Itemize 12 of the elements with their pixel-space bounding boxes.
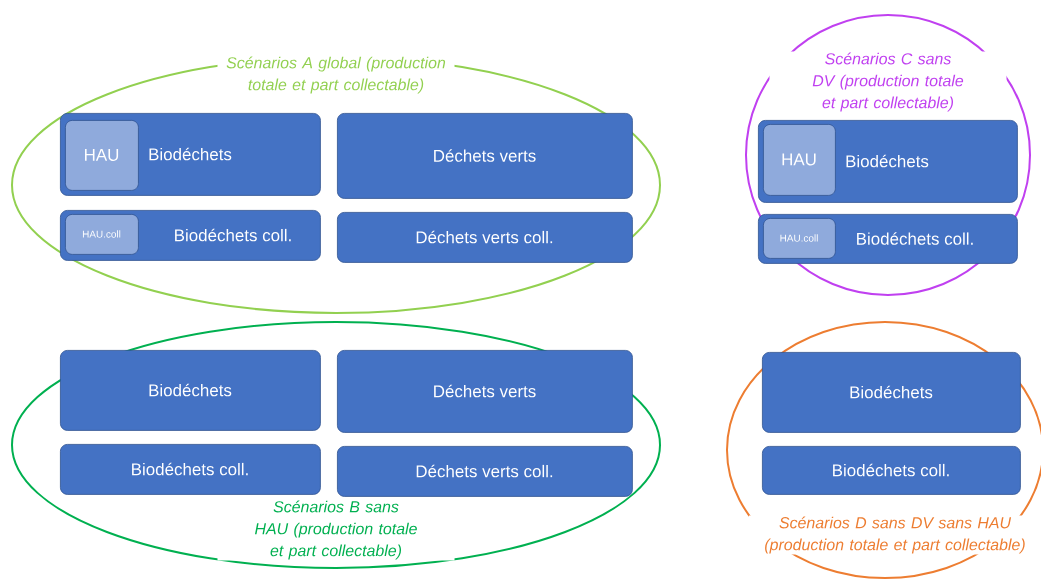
waste-box: Biodéchets coll. [60, 444, 321, 495]
waste-box: Biodéchets [762, 352, 1021, 433]
household-box: HAU.coll [763, 218, 836, 259]
household-box: HAU.coll [65, 214, 139, 255]
waste-box: Déchets verts [337, 113, 633, 199]
waste-box: Déchets verts coll. [337, 446, 633, 497]
household-box: HAU [763, 124, 836, 196]
waste-box: Biodéchets coll. [762, 446, 1021, 495]
waste-box: Déchets verts coll. [337, 212, 633, 263]
household-box: HAU [65, 120, 139, 191]
waste-box: Biodéchets [60, 350, 321, 431]
waste-box: Déchets verts [337, 350, 633, 433]
